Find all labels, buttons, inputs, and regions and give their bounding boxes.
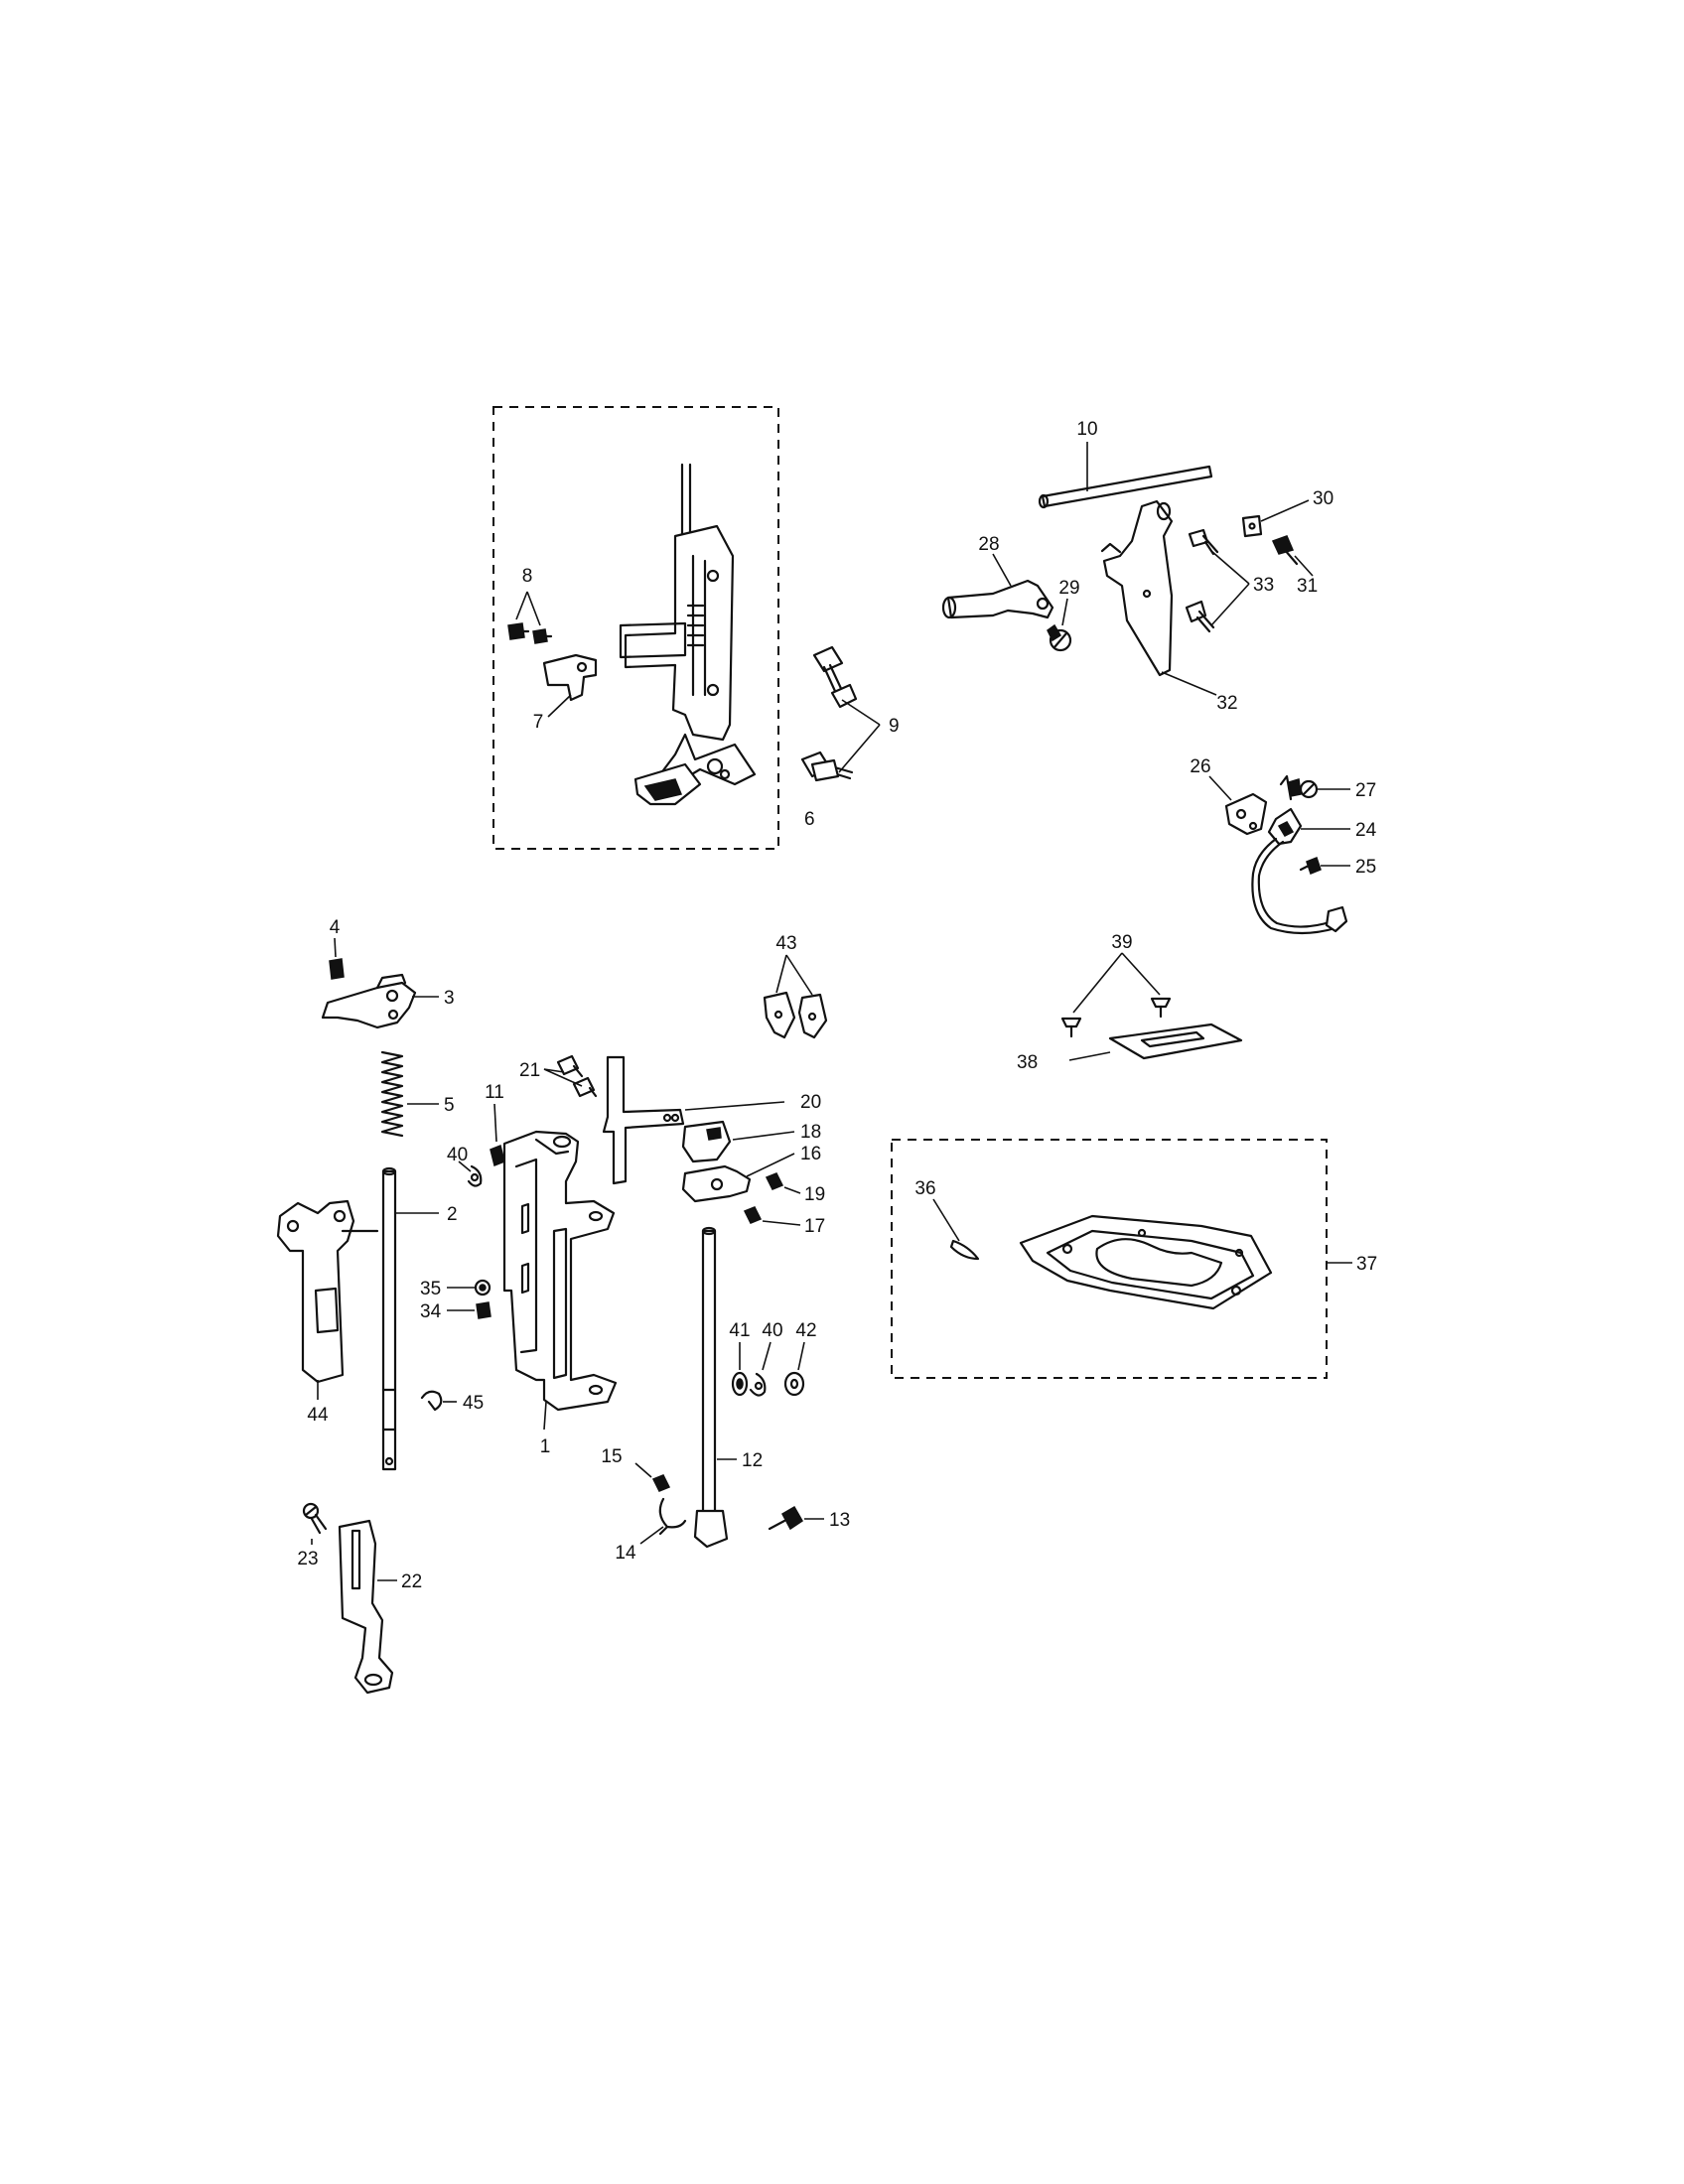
callout-1: 1 <box>540 1436 551 1457</box>
part-23-screw <box>302 1502 328 1545</box>
callout-13: 13 <box>829 1510 850 1531</box>
part-2-shaft <box>381 1166 439 1471</box>
part-33-screws <box>1185 528 1250 633</box>
callout-25: 25 <box>1355 857 1376 878</box>
part-9-screws <box>800 645 881 782</box>
callout-17: 17 <box>804 1216 825 1237</box>
callout-34: 34 <box>420 1301 442 1322</box>
callout-15: 15 <box>601 1446 622 1467</box>
part-8-screws <box>507 591 553 644</box>
part-35-screw <box>447 1279 491 1297</box>
callout-7: 7 <box>533 712 544 733</box>
callout-8: 8 <box>522 566 533 587</box>
callout-12: 12 <box>742 1450 763 1471</box>
callout-4: 4 <box>330 917 341 938</box>
assembly-box-37 <box>891 1139 1328 1379</box>
callout-32: 32 <box>1216 693 1237 714</box>
callout-36: 36 <box>914 1178 935 1199</box>
callout-24: 24 <box>1355 820 1377 841</box>
part-18-block <box>681 1120 795 1163</box>
callout-6: 6 <box>804 809 815 830</box>
part-15-screw <box>634 1462 671 1492</box>
callout-41: 41 <box>729 1320 750 1341</box>
callout-27: 27 <box>1355 780 1376 801</box>
callout-33: 33 <box>1253 575 1274 596</box>
part-42-washer <box>783 1341 805 1397</box>
part-30-nut <box>1241 499 1310 538</box>
callout-14: 14 <box>615 1543 636 1564</box>
part-36-clip <box>932 1198 980 1261</box>
part-40-spring-right <box>749 1341 772 1397</box>
part-27-screw <box>1279 774 1350 801</box>
part-32-plate <box>1100 499 1217 696</box>
callout-16: 16 <box>800 1144 821 1164</box>
part-24-switch-cable <box>1251 807 1350 935</box>
callout-45: 45 <box>463 1393 484 1414</box>
part-11-screw <box>490 1103 505 1167</box>
callout-9: 9 <box>889 716 900 737</box>
part-20-bracket <box>602 1055 785 1185</box>
part-44-bracket <box>276 1199 379 1400</box>
part-19-screw <box>765 1172 801 1194</box>
callout-26: 26 <box>1190 756 1210 777</box>
callout-31: 31 <box>1297 576 1318 597</box>
part-4-screw <box>329 937 345 980</box>
callout-21: 21 <box>519 1060 540 1081</box>
callout-19: 19 <box>804 1184 825 1205</box>
part-16-clamp <box>681 1153 795 1203</box>
part-31-screw <box>1271 535 1314 577</box>
part-26-bracket <box>1208 775 1268 836</box>
part-6-lifter-assembly <box>619 463 757 806</box>
callout-39: 39 <box>1111 932 1132 953</box>
part-38-plate <box>1068 1023 1243 1061</box>
part-34-screw <box>447 1301 491 1319</box>
part-37-needle-plate <box>1019 1214 1352 1310</box>
part-39-screws <box>1060 952 1172 1038</box>
part-12-needle-bar <box>693 1226 737 1549</box>
callout-3: 3 <box>444 988 455 1009</box>
callout-29: 29 <box>1058 578 1079 599</box>
callout-23: 23 <box>297 1549 318 1570</box>
part-40-washer-left <box>458 1160 483 1187</box>
callout-20: 20 <box>800 1092 821 1113</box>
callout-40b: 40 <box>762 1320 782 1341</box>
part-21-screws <box>543 1054 598 1098</box>
part-13-thumb-screw <box>768 1505 824 1531</box>
callout-5: 5 <box>444 1095 455 1116</box>
part-10-rod <box>1038 442 1213 509</box>
callout-2: 2 <box>447 1204 458 1225</box>
part-29-screw <box>1047 598 1072 652</box>
part-7-bracket <box>542 653 598 718</box>
callout-28: 28 <box>978 534 999 555</box>
part-17-screw <box>743 1206 801 1226</box>
callout-42: 42 <box>795 1320 816 1341</box>
callout-35: 35 <box>420 1279 441 1299</box>
callout-43: 43 <box>775 933 796 954</box>
callout-18: 18 <box>800 1122 821 1143</box>
part-43-blocks <box>763 954 828 1039</box>
callout-30: 30 <box>1313 488 1333 509</box>
callout-22: 22 <box>401 1571 422 1592</box>
part-1-frame <box>502 1130 618 1431</box>
callout-37: 37 <box>1356 1254 1377 1275</box>
callout-38: 38 <box>1017 1052 1038 1073</box>
part-5-spring <box>380 1050 439 1138</box>
part-14-guide <box>639 1497 687 1545</box>
part-41-washer <box>731 1342 749 1397</box>
part-25-screw <box>1299 857 1350 875</box>
callout-11: 11 <box>485 1082 504 1103</box>
callout-40a: 40 <box>447 1145 468 1165</box>
callout-44: 44 <box>307 1405 329 1426</box>
part-45-clip <box>420 1390 457 1412</box>
part-28-lever <box>941 553 1054 619</box>
part-22-lever <box>338 1519 397 1695</box>
part-3-clamp <box>321 973 439 1029</box>
callout-10: 10 <box>1076 419 1097 440</box>
